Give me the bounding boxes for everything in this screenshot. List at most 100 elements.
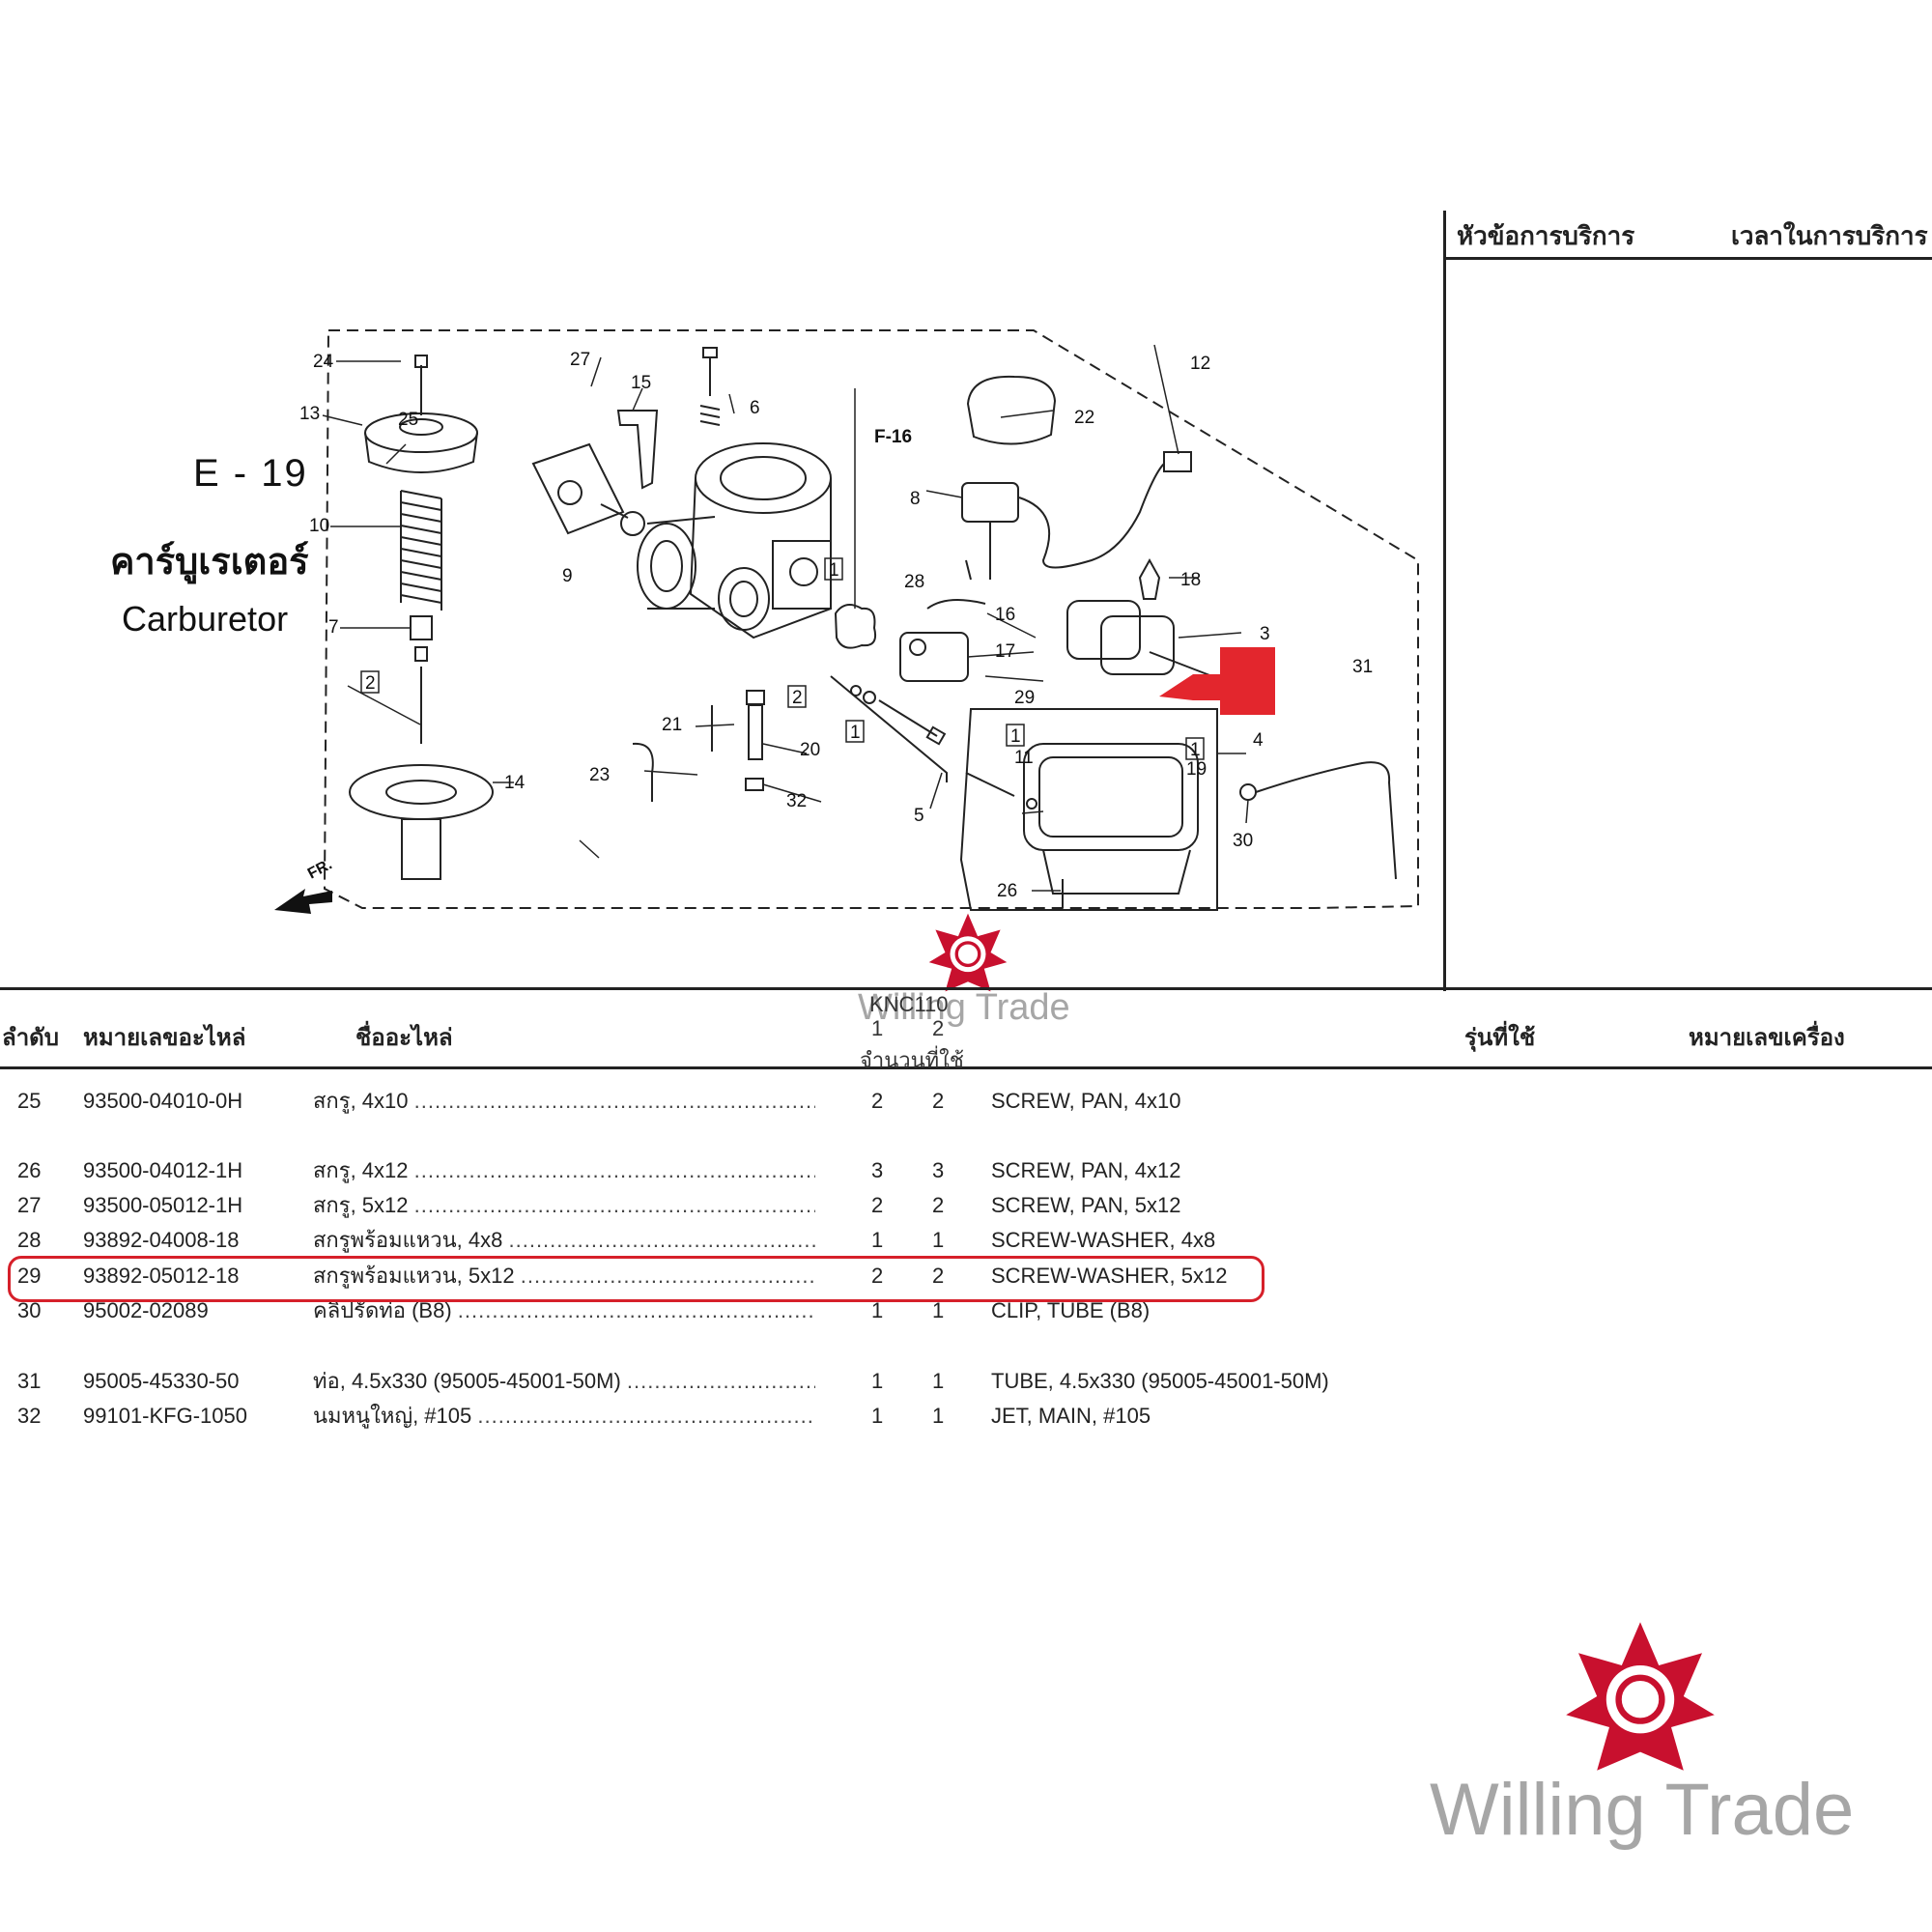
col-header-qty-label: จำนวนที่ใช้: [860, 1048, 964, 1072]
part-14-diaphragm: [349, 764, 494, 820]
row-no: 25: [17, 1089, 42, 1113]
table-row: 30 95002-02089 คลิปรัดท่อ (B8) .........…: [0, 1293, 1352, 1328]
row-part-name-english: SCREW, PAN, 5x12: [991, 1193, 1181, 1217]
row-qty-1: 2: [871, 1089, 884, 1113]
row-part-number: 93892-04008-18: [83, 1228, 240, 1252]
row-no: 29: [17, 1264, 42, 1288]
part-30-clip: [1239, 783, 1257, 801]
callout-20: 20: [800, 740, 820, 760]
part-31-tube: [1255, 761, 1397, 880]
row-part-name-english: CLIP, TUBE (B8): [991, 1298, 1151, 1322]
row-qty-2: 2: [932, 1193, 945, 1217]
service-time-header: เวลาในการบริการ: [1731, 221, 1928, 250]
table-header-rule: [0, 1066, 1932, 1069]
callout-16: 16: [995, 605, 1015, 625]
row-part-name-thai: สกรูพร้อมแหวน, 4x8 .....................…: [313, 1228, 815, 1252]
callout-2-left: 2: [365, 673, 376, 694]
section-code: E - 19: [193, 452, 308, 495]
row-qty-1: 1: [871, 1228, 884, 1252]
row-qty-2: 1: [932, 1298, 945, 1322]
table-row: 26 93500-04012-1H สกรู, 4x12 ...........…: [0, 1153, 1352, 1188]
callout-18: 18: [1180, 570, 1201, 590]
row-qty-1: 1: [871, 1404, 884, 1428]
row-part-name-english: SCREW, PAN, 4x10: [991, 1089, 1181, 1113]
callout-7: 7: [328, 617, 339, 638]
row-qty-1: 2: [871, 1264, 884, 1288]
callout-1-mid: 1: [850, 723, 861, 743]
willing-trade-logo-small: [928, 913, 1008, 992]
callout-2-mid: 2: [792, 688, 803, 708]
part-8-valve: [961, 482, 1019, 523]
col-header-model: รุ่นที่ใช้: [1464, 1025, 1536, 1051]
callout-5: 5: [914, 806, 924, 826]
callout-21: 21: [662, 715, 682, 735]
row-part-number: 93500-04010-0H: [83, 1089, 243, 1113]
part-15-bracket: [616, 410, 659, 490]
callout-24: 24: [313, 352, 334, 372]
col-header-part-number: หมายเลขอะไหล่: [83, 1025, 246, 1051]
callout-23: 23: [589, 765, 610, 785]
callout-30: 30: [1233, 831, 1253, 851]
watermark-brand-small: Willing Trade: [858, 987, 1070, 1028]
service-topic-header: หัวข้อการบริการ: [1457, 221, 1635, 250]
callout-25: 25: [398, 410, 418, 430]
row-part-name-english: JET, MAIN, #105: [991, 1404, 1151, 1428]
row-part-name-thai: คลิปรัดท่อ (B8) ........................…: [313, 1298, 815, 1322]
connector: [1163, 451, 1192, 472]
highlight-arrow: [1159, 647, 1275, 715]
row-part-name-thai: สกรู, 4x12 .............................…: [313, 1158, 815, 1182]
part-16-clip: [926, 599, 986, 610]
row-qty-1: 1: [871, 1369, 884, 1393]
col-header-qty-1: 1: [871, 1016, 884, 1040]
callout-13: 13: [299, 404, 320, 424]
row-part-name-thai: สกรู, 5x12 .............................…: [313, 1193, 815, 1217]
callout-3: 3: [1260, 624, 1270, 644]
callout-11: 11: [1014, 748, 1034, 768]
part-18-float-valve: [1138, 557, 1161, 600]
row-part-name-thai: สกรูพร้อมแหวน, 5x12 ....................…: [313, 1264, 815, 1288]
row-no: 26: [17, 1158, 42, 1182]
row-part-name-english: SCREW-WASHER, 4x8: [991, 1228, 1216, 1252]
row-part-name-thai: นมหนูใหญ่, #105 ........................…: [313, 1404, 815, 1428]
row-qty-2: 2: [932, 1089, 945, 1113]
callout-1-gasket: 1: [1190, 740, 1201, 760]
table-top-rule: [0, 987, 1932, 990]
assembly-outline: [323, 329, 1419, 909]
row-qty-2: 1: [932, 1404, 945, 1428]
row-part-number: 95005-45330-50: [83, 1369, 240, 1393]
row-qty-1: 3: [871, 1158, 884, 1182]
part-1-gasket: [834, 604, 877, 649]
carburetor-body: [637, 442, 832, 639]
part-4-float-bowl: [959, 708, 1218, 911]
row-qty-2: 2: [932, 1264, 945, 1288]
part-9-plate: [531, 442, 625, 535]
callout-12: 12: [1190, 354, 1210, 374]
carburetor-exploded-diagram: 24 13 25 10 7 2 14 27 15 6 9 F-16 12 22 …: [274, 329, 1419, 914]
callout-19: 19: [1186, 759, 1207, 780]
part-11-screw: [965, 772, 1015, 797]
table-row: 25 93500-04010-0H สกรู, 4x10 ...........…: [0, 1084, 1352, 1119]
callout-26: 26: [997, 881, 1017, 901]
callout-28: 28: [904, 572, 924, 592]
part-23-tube: [632, 742, 654, 802]
col-header-qty-2: 2: [932, 1016, 945, 1040]
row-part-name-english: SCREW, PAN, 4x12: [991, 1158, 1181, 1182]
callout-32: 32: [786, 791, 807, 811]
row-part-number: 93500-05012-1H: [83, 1193, 243, 1217]
part-32-main-jet: [745, 778, 764, 791]
callout-22: 22: [1074, 408, 1094, 428]
part-3-float: [1066, 600, 1141, 660]
callout-4: 4: [1253, 730, 1264, 751]
table-row-highlighted: 29 93892-05012-18 สกรูพร้อมแหวน, 5x12 ..…: [0, 1259, 1352, 1293]
col-header-model-code: KNC110: [869, 992, 949, 1016]
section-title-thai: คาร์บูเรเตอร์: [110, 542, 309, 582]
part-5-jet-needle: [878, 699, 938, 737]
service-panel-header-line: [1446, 257, 1932, 260]
col-header-part-name: ชื่ออะไหล่: [355, 1025, 453, 1051]
front-direction-arrow: [274, 889, 332, 914]
row-qty-2: 3: [932, 1158, 945, 1182]
row-no: 31: [17, 1369, 42, 1393]
part-17-cover: [899, 632, 969, 682]
part-28-screw: [965, 559, 972, 581]
callout-6: 6: [750, 398, 760, 418]
